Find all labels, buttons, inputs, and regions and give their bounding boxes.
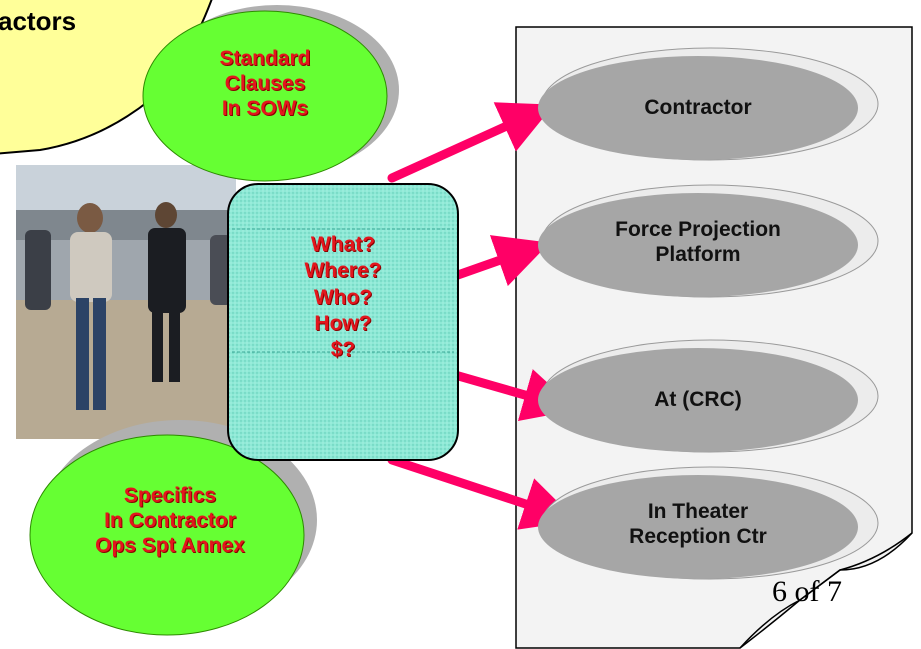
arrow-to-reception [387,455,577,530]
target-crc-label: At (CRC) [654,388,742,411]
ellipse-crc [538,339,879,453]
page-number: 6 of 7 [772,575,842,608]
question-how: How? [314,311,372,335]
ellipse-contractor [538,47,879,161]
arrow-to-contractor [387,102,554,183]
specifics-label: Specifics In Contractor Ops Spt Annex [95,484,245,558]
questions-list: What? Where? Who? How? $? [268,232,418,363]
target-force-projection-label: Force Projection Platform [615,218,781,267]
callout-text: actors [0,6,77,36]
ellipse-standard-clauses [142,5,399,182]
arrows [387,102,578,530]
ellipse-reception [538,466,879,580]
question-what: What? [310,233,376,256]
ellipse-force-projection [538,184,879,298]
standard-clauses-label: Standard Clauses In SOWs [219,47,311,121]
ellipse-specifics [29,420,317,636]
target-reception-label: In Theater Reception Ctr [629,500,767,549]
arrow-to-force-projection [450,235,550,287]
question-who: Who? [313,285,373,309]
target-contractor-label: Contractor [644,96,752,119]
question-where: Where? [304,259,382,283]
photo-people-walking [16,165,236,439]
arrow-to-crc [450,369,578,422]
questions-box [227,183,459,461]
question-cost: $? [330,338,356,361]
